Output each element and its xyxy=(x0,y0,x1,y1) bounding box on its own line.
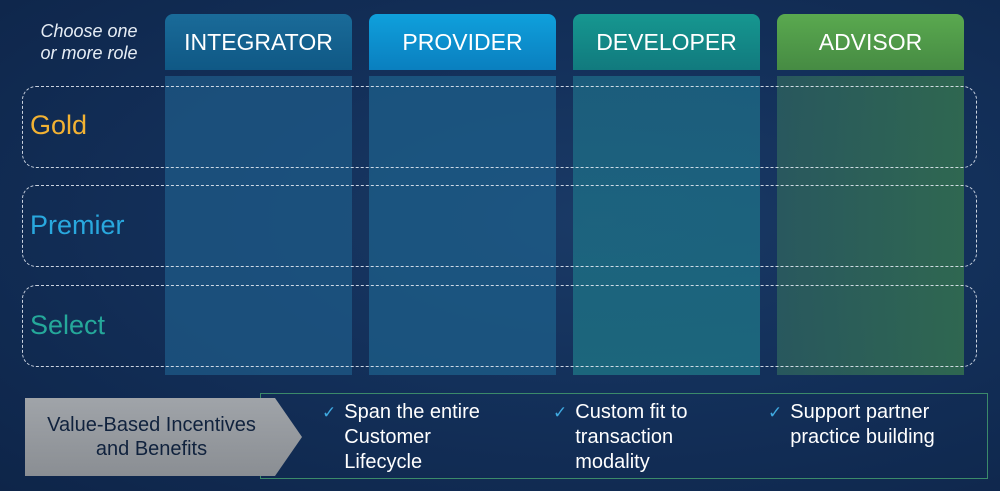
benefit-custom-fit: ✓ Custom fit to transaction modality xyxy=(553,400,688,475)
prompt-line-2: or more role xyxy=(40,43,138,63)
role-label: PROVIDER xyxy=(402,28,523,55)
prompt-line-1: Choose one xyxy=(40,21,138,41)
developer-column-body xyxy=(573,76,760,375)
benefit-lifecycle: ✓ Span the entire Customer Lifecycle xyxy=(322,400,480,475)
checkmark-icon: ✓ xyxy=(768,403,783,422)
incentives-label: Value-Based Incentives and Benefits xyxy=(25,398,278,476)
tier-row-gold[interactable] xyxy=(22,86,977,168)
role-header-provider[interactable]: PROVIDER xyxy=(369,14,556,70)
tier-row-select[interactable] xyxy=(22,285,977,367)
choose-role-prompt: Choose one or more role xyxy=(24,20,154,64)
benefit-text: Support partner xyxy=(790,401,930,423)
checkmark-icon: ✓ xyxy=(553,403,568,422)
incentives-line-2: and Benefits xyxy=(95,438,208,460)
benefit-text: transaction xyxy=(575,426,674,448)
incentives-arrow xyxy=(25,398,302,476)
benefit-text: practice building xyxy=(790,426,935,448)
tier-label-select: Select xyxy=(30,310,106,340)
role-label: DEVELOPER xyxy=(596,28,737,55)
checkmark-icon: ✓ xyxy=(322,403,337,422)
provider-column-body xyxy=(369,76,556,375)
role-label: INTEGRATOR xyxy=(184,28,333,55)
benefit-text: Custom fit to xyxy=(575,401,688,423)
benefit-text: Span the entire xyxy=(344,401,480,423)
benefit-text: Customer xyxy=(344,426,431,448)
benefit-text: modality xyxy=(575,451,650,473)
tier-label-premier: Premier xyxy=(30,210,125,240)
role-header-integrator[interactable]: INTEGRATOR xyxy=(165,14,352,70)
role-label: ADVISOR xyxy=(818,28,923,55)
incentives-line-1: Value-Based Incentives xyxy=(47,414,256,436)
tier-label-gold: Gold xyxy=(30,110,88,140)
integrator-column-body xyxy=(165,76,352,375)
role-header-developer[interactable]: DEVELOPER xyxy=(573,14,760,70)
tier-row-premier[interactable] xyxy=(22,185,977,267)
role-header-advisor[interactable]: ADVISOR xyxy=(777,14,964,70)
advisor-column-body xyxy=(777,76,964,375)
benefit-practice-building: ✓ Support partner practice building xyxy=(768,400,935,450)
benefit-text: Lifecycle xyxy=(344,451,423,473)
